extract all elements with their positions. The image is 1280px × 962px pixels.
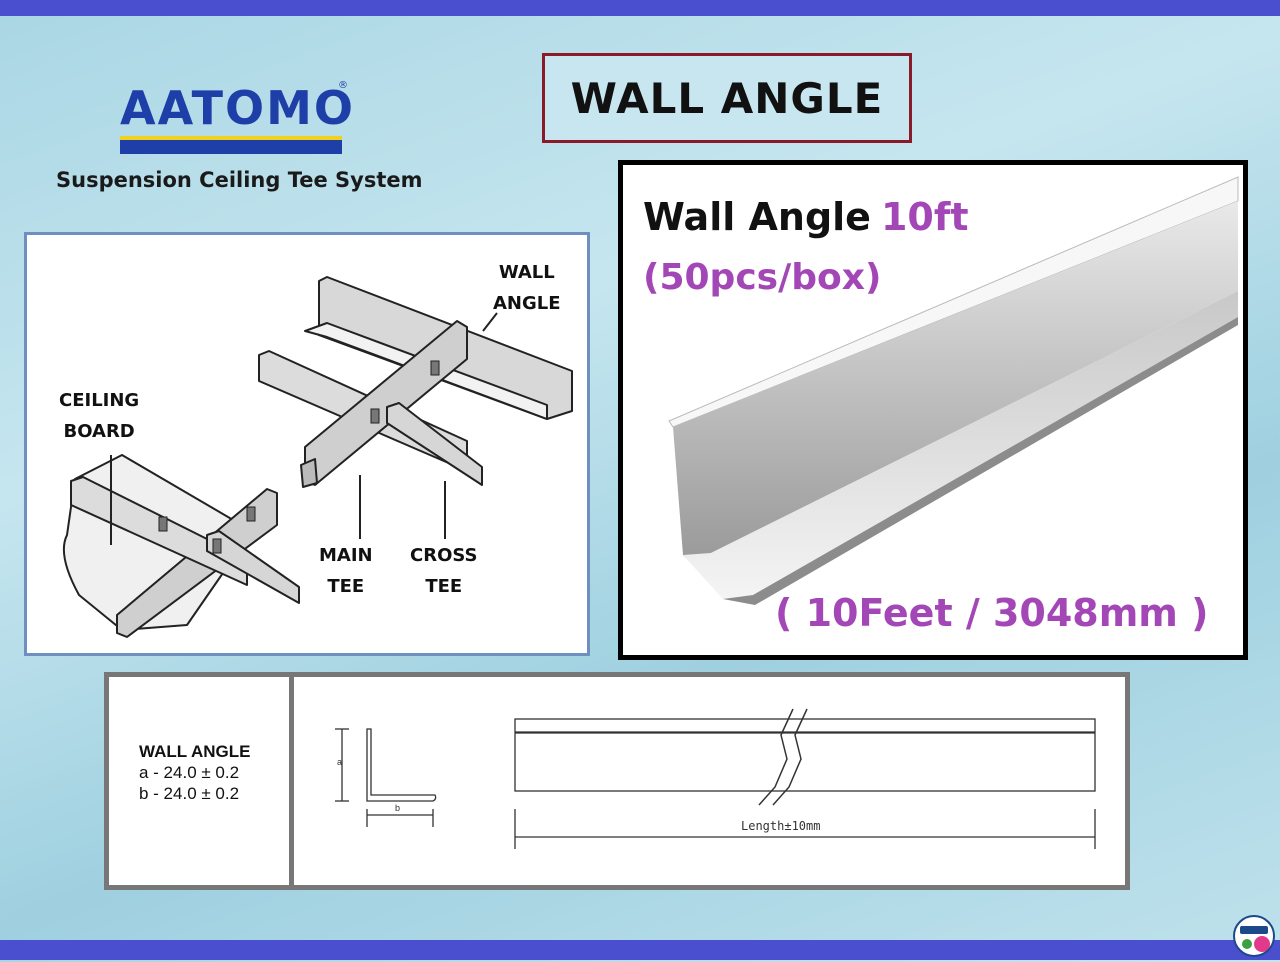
spec-line-a: a - 24.0 ± 0.2 (139, 763, 240, 782)
label-cross-tee-line2: TEE (425, 576, 463, 597)
label-ceiling-board-line2: BOARD (63, 421, 135, 442)
wall-angle-product-image (668, 176, 1239, 605)
watermark-logo (1232, 914, 1276, 958)
spec-divider (289, 677, 294, 885)
registered-mark: ® (338, 80, 348, 91)
spec-label-b: b (395, 803, 401, 813)
label-wall-angle: WALL ANGLE (493, 257, 561, 319)
brand-name: AATOMO (120, 81, 355, 135)
label-cross-tee-line1: CROSS (410, 545, 478, 566)
ceiling-system-diagram: WALL ANGLE CEILING BOARD MAIN TEE CROSS … (24, 232, 590, 656)
spec-text: WALL ANGLE a - 24.0 ± 0.2 b - 24.0 ± 0.2 (139, 741, 250, 804)
product-dimension: ( 10Feet / 3048mm ) (775, 591, 1209, 635)
mysepang-logo-icon (1233, 915, 1275, 957)
technical-drawing (335, 708, 1096, 849)
product-packing: (50pcs/box) (643, 257, 882, 298)
page-title-text: WALL ANGLE (570, 73, 884, 123)
label-ceiling-board-line1: CEILING (59, 390, 140, 411)
label-wall-angle-line1: WALL (498, 262, 555, 283)
bottom-band (0, 940, 1280, 960)
spec-length-label: Length±10mm (741, 819, 821, 833)
spec-line-b: b - 24.0 ± 0.2 (139, 784, 240, 803)
spec-drawing: WALL ANGLE a - 24.0 ± 0.2 b - 24.0 ± 0.2 (104, 672, 1130, 890)
spec-label-a: a (337, 757, 343, 767)
product-length: 10ft (880, 195, 969, 239)
brand-tagline: Suspension Ceiling Tee System (56, 168, 423, 192)
spec-heading: WALL ANGLE (139, 742, 251, 761)
page-title: WALL ANGLE (542, 53, 912, 143)
label-ceiling-board: CEILING BOARD (59, 385, 139, 447)
product-name: Wall Angle (643, 195, 871, 239)
label-cross-tee: CROSS TEE (410, 540, 478, 602)
ceiling-grid-illustration (62, 276, 573, 638)
label-main-tee-line1: MAIN (319, 545, 373, 566)
top-band (0, 0, 1280, 16)
label-wall-angle-line2: ANGLE (493, 293, 561, 314)
label-main-tee-line2: TEE (327, 576, 365, 597)
label-main-tee: MAIN TEE (319, 540, 373, 602)
brand-logo: AATOMO ® (120, 80, 355, 154)
brand-underline (120, 136, 342, 154)
